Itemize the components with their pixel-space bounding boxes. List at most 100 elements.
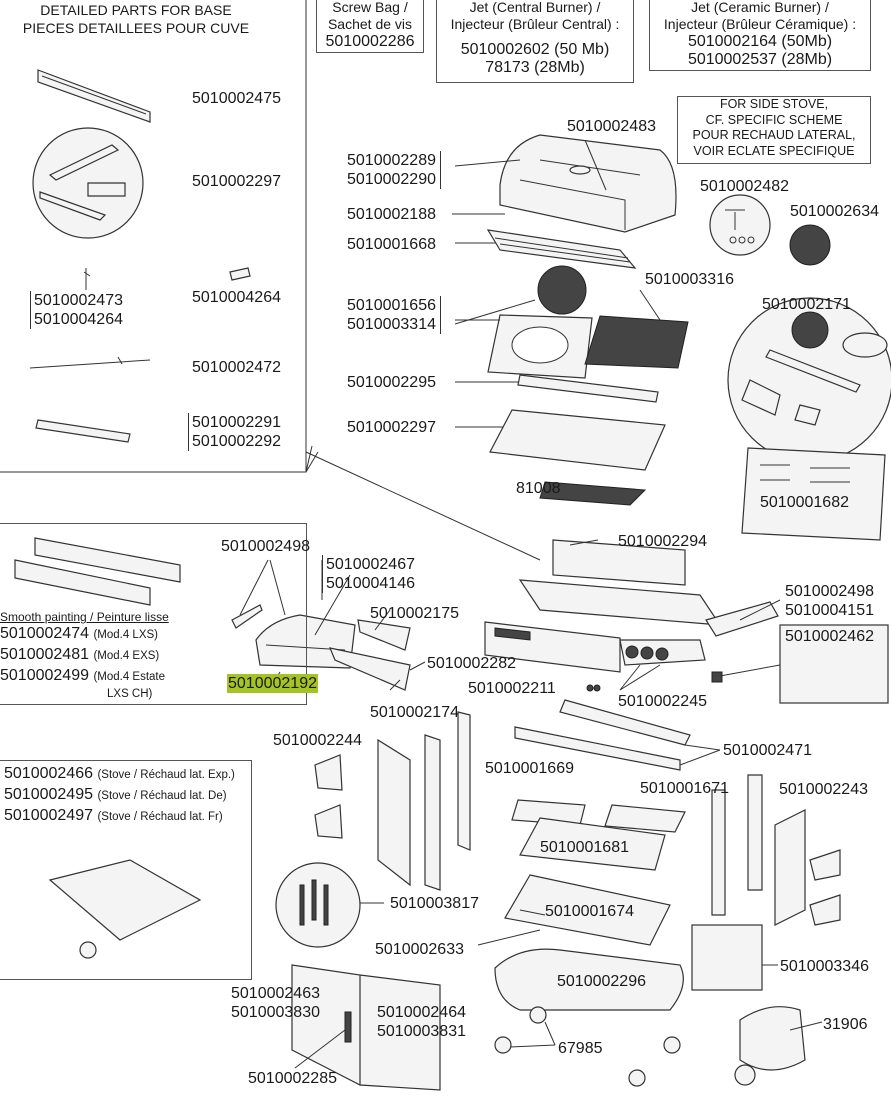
- jet-box-line: Injecteur (Brûleur Céramique) :: [663, 16, 857, 32]
- grate-frame: [487, 314, 593, 379]
- part-label: 5010001682: [760, 494, 849, 511]
- base-panel-title-fr: PIECES DETAILLEES POUR CUVE: [22, 20, 250, 36]
- panel-5010001681: [519, 817, 666, 871]
- part-label: 5010004264: [34, 311, 123, 328]
- part-label: 5010002462: [785, 628, 874, 645]
- part-label: 5010004151: [785, 602, 874, 619]
- part-note: (Mod.4 LXS): [93, 629, 158, 641]
- base-panel-title-en: DETAILED PARTS FOR BASE: [40, 2, 232, 18]
- part-label: 5010002483: [567, 118, 656, 135]
- part-label-group: 5010002464 5010003831: [377, 1003, 466, 1041]
- part-label: 5010002290: [347, 171, 436, 188]
- gas-bottle-cart: [739, 1006, 806, 1071]
- panel-heading: Smooth painting / Peinture lisse: [0, 610, 169, 624]
- part-label: 5010002171: [762, 296, 851, 313]
- part-label: 5010002292: [192, 433, 281, 450]
- part-label: 5010002495: [4, 786, 93, 803]
- part-label: 67985: [558, 1040, 603, 1057]
- part-label: 5010003316: [645, 271, 734, 288]
- part-note: (Stove / Réchaud lat. De): [97, 790, 227, 802]
- jet-accessory-circle: [709, 194, 771, 256]
- ignition-box: [779, 624, 889, 704]
- part-label: 5010003817: [390, 895, 479, 912]
- part-label: 5010002296: [557, 973, 646, 990]
- side-stove-note: FOR SIDE STOVE, CF. SPECIFIC SCHEME POUR…: [677, 96, 871, 164]
- part-label: 5010002164 (50Mb): [687, 33, 833, 50]
- bottom-tray: [494, 948, 684, 1011]
- part-label: 5010002467: [326, 556, 415, 573]
- note-line: VOIR ECLATE SPECIFIQUE: [693, 143, 855, 158]
- panel-item: 5010002481 (Mod.4 EXS): [0, 645, 165, 666]
- legs-left: [377, 711, 471, 891]
- part-label: 5010002497: [4, 807, 93, 824]
- part-note: (Mod.4 EXS): [93, 650, 160, 662]
- part-label: 5010002282: [427, 655, 516, 672]
- part-label: 5010002188: [347, 206, 436, 223]
- jet-box-line: Injecteur (Brûleur Central) :: [450, 16, 620, 32]
- clip-box: [691, 924, 763, 991]
- part-label: 5010003831: [377, 1023, 466, 1040]
- part-note: (Stove / Réchaud lat. Fr): [97, 811, 223, 823]
- round-grate: [537, 265, 587, 315]
- part-label: 5010002211: [468, 680, 556, 697]
- part-label: 5010002634: [790, 203, 879, 220]
- side-stove-box: 5010002466 (Stove / Réchaud lat. Exp.) 5…: [0, 760, 252, 980]
- part-label: 5010002285: [248, 1070, 337, 1087]
- part-label: 5010002466: [4, 765, 93, 782]
- part-note: LXS CH): [107, 688, 153, 700]
- stove-item: 5010002466 (Stove / Réchaud lat. Exp.): [4, 764, 235, 785]
- part-label: 5010002472: [192, 359, 281, 376]
- part-label: 5010002475: [192, 90, 281, 107]
- drip-tray: [489, 409, 666, 471]
- screw-bag-box: Screw Bag / Sachet de vis 5010002286: [316, 0, 424, 53]
- part-label: 5010002481: [0, 646, 89, 663]
- jet-ceramic-box: Jet (Ceramic Burner) / Injecteur (Brûleu…: [649, 0, 871, 71]
- stove-item: 5010002497 (Stove / Réchaud lat. Fr): [4, 806, 235, 827]
- part-note: (Stove / Réchaud lat. Exp.): [97, 769, 235, 781]
- note-line: CF. SPECIFIC SCHEME: [705, 112, 843, 127]
- stove-harness: [48, 859, 202, 941]
- heat-shield: [517, 374, 659, 403]
- part-label: 5010002464: [377, 1004, 466, 1021]
- jet-box-line: Jet (Ceramic Burner) /: [691, 0, 829, 15]
- part-label: 5010002473: [34, 292, 123, 309]
- arrow-pointer: [305, 445, 541, 561]
- part-label: 81008: [516, 480, 561, 497]
- part-label-group: 5010002467 5010004146: [322, 555, 415, 593]
- jet-central-box: Jet (Central Burner) / Injecteur (Brûleu…: [436, 0, 634, 83]
- part-label: 78173 (28Mb): [485, 59, 585, 76]
- burner-part: [35, 419, 131, 443]
- part-label: 5010002289: [347, 152, 436, 169]
- part-label: 5010002295: [347, 374, 436, 391]
- part-label: 5010004146: [326, 575, 415, 592]
- part-label: 5010002286: [325, 33, 415, 50]
- screw-box-line: Sachet de vis: [327, 16, 413, 32]
- part-label: 5010001681: [540, 839, 629, 856]
- note-line: POUR RECHAUD LATERAL,: [692, 128, 856, 142]
- front-panel-drawing: [14, 537, 181, 606]
- legs-right: [711, 774, 806, 926]
- part-label: 5010002463: [231, 985, 320, 1002]
- grill-hood: [499, 134, 677, 233]
- panel-item: 5010002499 (Mod.4 Estate: [0, 666, 165, 687]
- part-label: 5010002471: [723, 742, 812, 759]
- part-label: 5010002294: [618, 533, 707, 550]
- note-line: FOR SIDE STOVE,: [719, 97, 829, 111]
- burner-cap: [789, 224, 831, 266]
- part-label: 5010002174: [370, 704, 459, 721]
- part-label: 5010002482: [700, 178, 789, 195]
- base-panel-border: [0, 0, 307, 473]
- part-label-group: 5010002498 5010004151: [785, 582, 874, 620]
- hardware-circle: [275, 862, 361, 948]
- caster: [529, 1006, 547, 1024]
- highlighted-part-label[interactable]: 5010002192: [227, 674, 318, 693]
- part-label: 5010003314: [347, 316, 436, 333]
- part-label: 5010002175: [370, 605, 459, 622]
- burner-grid-81008: [539, 481, 647, 506]
- part-label: 5010002244: [273, 732, 362, 749]
- part-label: 5010002498: [785, 583, 874, 600]
- part-label: 5010002537 (28Mb): [687, 51, 833, 68]
